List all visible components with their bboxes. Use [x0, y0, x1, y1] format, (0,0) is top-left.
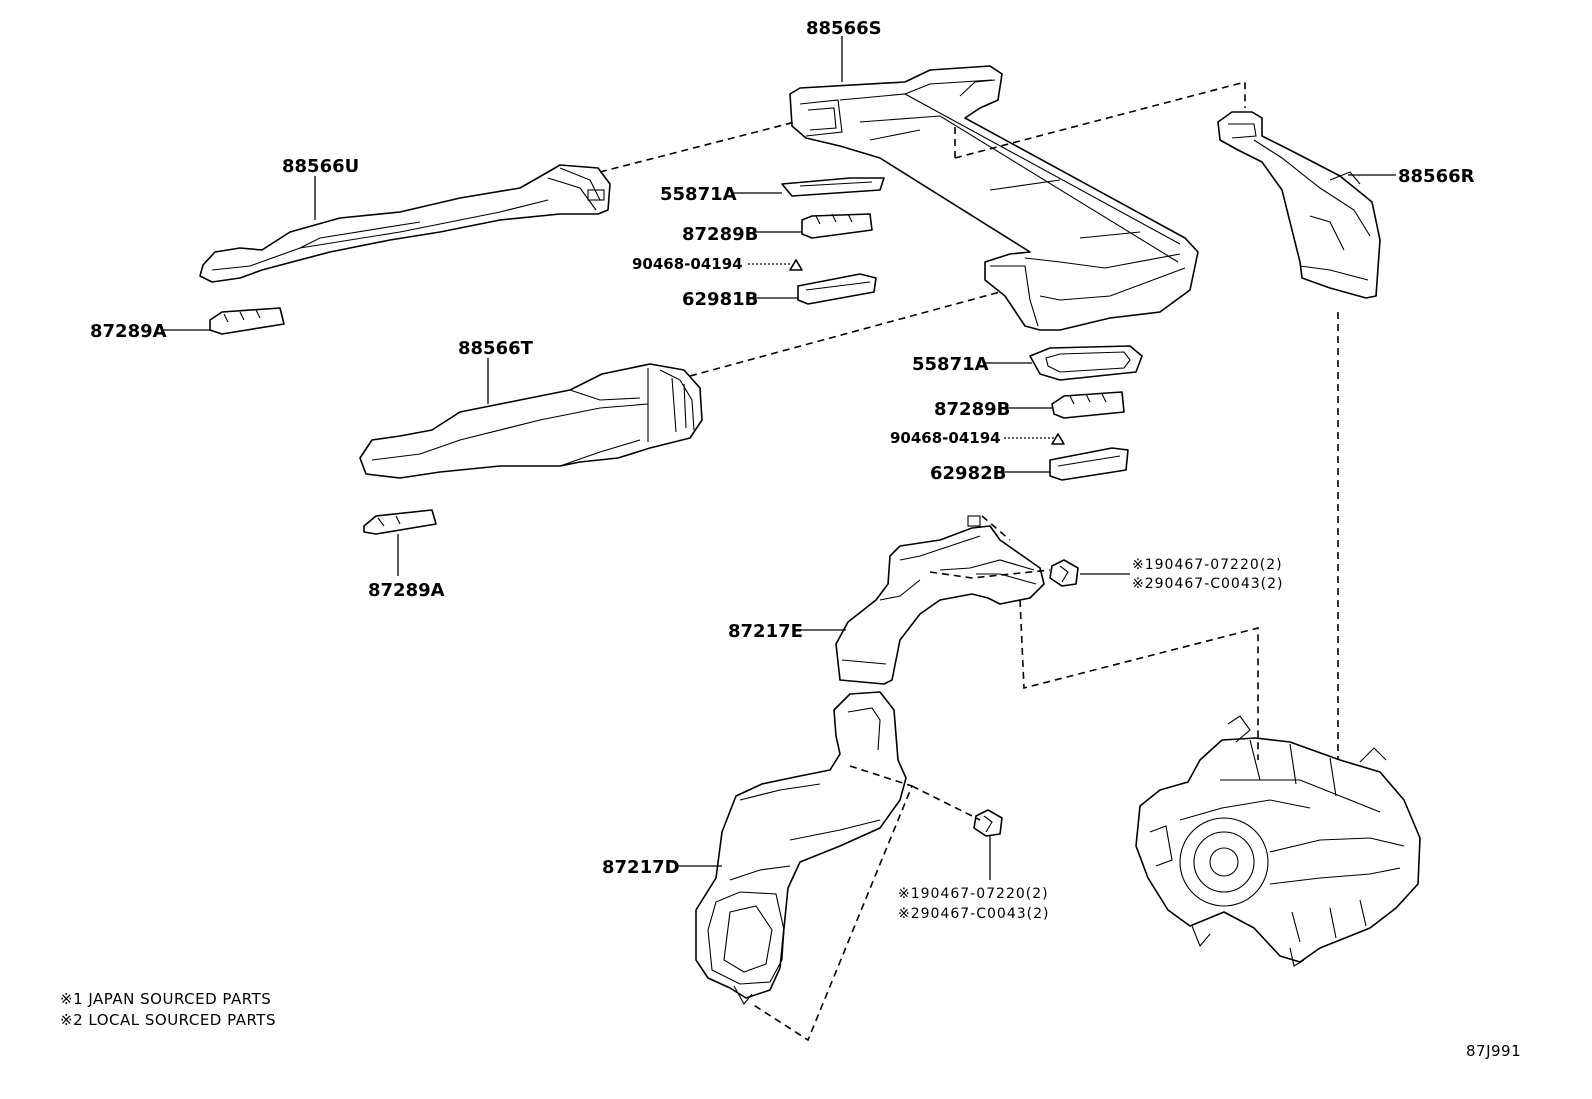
- label-screw-top-2: ※290467-C0043(2): [1132, 576, 1283, 592]
- label-screw-bottom-1: ※190467-07220(2): [898, 886, 1049, 902]
- leader-lines: [163, 36, 1396, 880]
- clip-87289B-mid[interactable]: [1051, 391, 1125, 419]
- duct-88566R[interactable]: [1217, 111, 1381, 299]
- label-90468-top: 90468-04194: [632, 255, 743, 273]
- label-87217E: 87217E: [728, 621, 803, 642]
- seal-62982B[interactable]: [1049, 447, 1129, 481]
- note-japan-sourced: ※1 JAPAN SOURCED PARTS: [60, 990, 271, 1008]
- label-62982B: 62982B: [930, 463, 1006, 484]
- duct-88566U[interactable]: [199, 164, 611, 283]
- label-88566U: 88566U: [282, 156, 359, 177]
- label-62981B: 62981B: [682, 289, 758, 310]
- connector-lines: [599, 80, 1339, 1042]
- seal-62981B[interactable]: [797, 273, 877, 305]
- label-87289B-top: 87289B: [682, 224, 758, 245]
- clip-87289A-bottom[interactable]: [363, 509, 437, 535]
- label-87217D: 87217D: [602, 857, 680, 878]
- duct-87217E[interactable]: [835, 515, 1045, 685]
- label-88566R: 88566R: [1398, 166, 1475, 187]
- label-screw-bottom-2: ※290467-C0043(2): [898, 906, 1049, 922]
- clip-90468-mid[interactable]: [1051, 433, 1065, 445]
- label-55871A-mid: 55871A: [912, 354, 989, 375]
- duct-88566T[interactable]: [359, 363, 703, 479]
- label-screw-top-1: ※190467-07220(2): [1132, 557, 1283, 573]
- label-55871A-top: 55871A: [660, 184, 737, 205]
- screw-top[interactable]: [1049, 559, 1079, 587]
- label-87289A-left: 87289A: [90, 321, 167, 342]
- screw-bottom[interactable]: [973, 809, 1003, 837]
- label-87289A-bottom: 87289A: [368, 580, 445, 601]
- hvac-unit-assembly[interactable]: [1135, 715, 1421, 967]
- clip-55871A-top[interactable]: [781, 177, 885, 197]
- duct-87217D[interactable]: [695, 691, 907, 1005]
- clip-87289A-left[interactable]: [209, 307, 285, 335]
- clip-55871A-mid[interactable]: [1029, 345, 1143, 381]
- label-88566T: 88566T: [458, 338, 534, 359]
- clip-90468-top[interactable]: [789, 259, 803, 271]
- duct-88566S[interactable]: [789, 65, 1199, 331]
- part-labels: 88566S 88566U 88566R 88566T 55871A 87289…: [90, 18, 1475, 922]
- diagram-code: 87J991: [1466, 1042, 1521, 1060]
- label-87289B-mid: 87289B: [934, 399, 1010, 420]
- label-90468-mid: 90468-04194: [890, 429, 1001, 447]
- footnotes: ※1 JAPAN SOURCED PARTS ※2 LOCAL SOURCED …: [60, 990, 276, 1029]
- clip-87289B-top[interactable]: [801, 213, 873, 239]
- label-88566S: 88566S: [806, 18, 882, 39]
- note-local-sourced: ※2 LOCAL SOURCED PARTS: [60, 1011, 276, 1029]
